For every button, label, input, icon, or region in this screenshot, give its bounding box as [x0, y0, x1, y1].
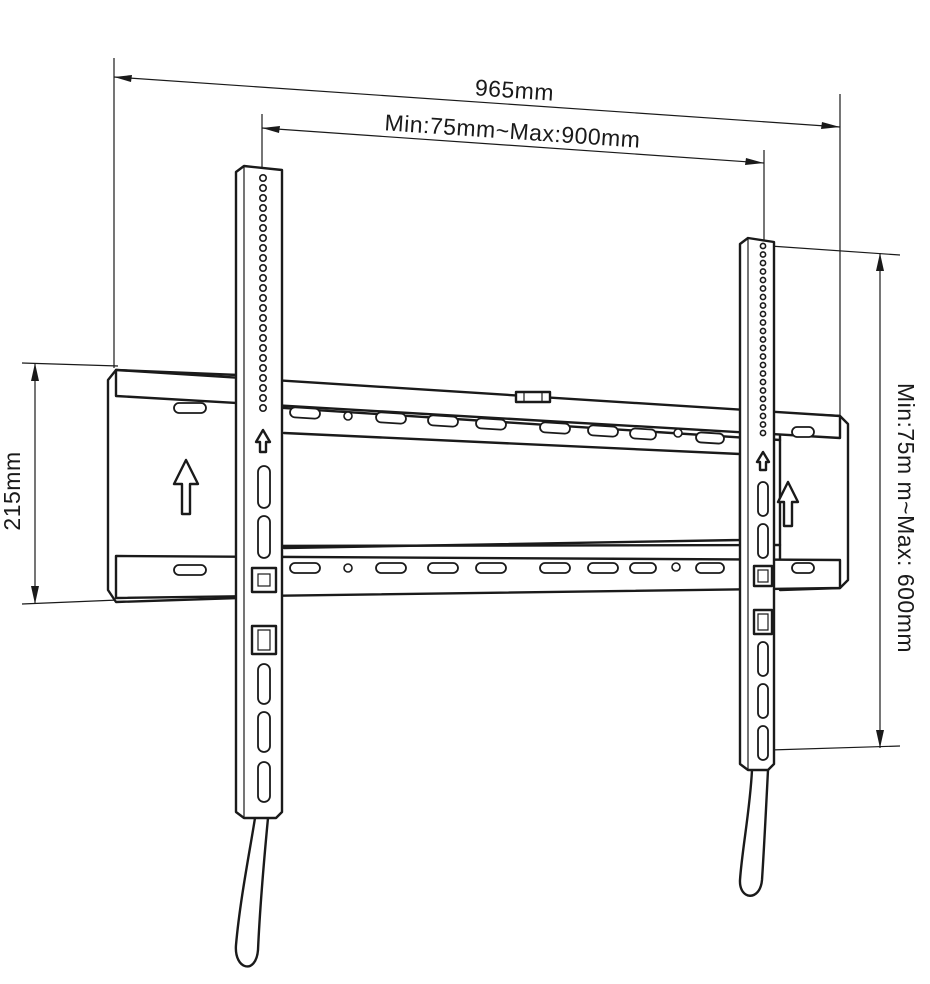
adjustment-hole — [258, 234, 267, 243]
adjustment-hole — [759, 276, 767, 284]
adjustment-hole — [759, 268, 767, 275]
adjustment-hole — [759, 259, 767, 267]
up-arrow-icon — [254, 428, 272, 454]
adjustment-hole — [258, 343, 267, 352]
adjustment-hole — [759, 378, 767, 386]
adjustment-hole — [759, 302, 767, 309]
adjustment-hole — [258, 323, 267, 332]
adjustment-hole — [759, 370, 767, 377]
vesa-horizontal-dimension: Min:75mm~Max:900mm — [261, 109, 765, 244]
lock-latch-icon — [752, 608, 774, 636]
adjustment-hole — [759, 421, 767, 428]
adjustment-hole — [258, 204, 267, 213]
adjustment-hole — [258, 214, 267, 223]
adjustment-hole — [258, 283, 267, 292]
adjustment-hole — [258, 363, 267, 372]
adjustment-hole — [258, 333, 267, 342]
adjustment-hole — [759, 387, 767, 394]
overall-width-dimension: 965mm — [113, 58, 841, 418]
left-tv-bracket-arm — [234, 164, 284, 968]
adjustment-hole — [258, 194, 267, 203]
up-arrow-icon — [172, 458, 200, 516]
adjustment-hole — [759, 429, 767, 437]
plate-height-dimension: 215mm — [0, 362, 119, 605]
adjustment-hole — [759, 327, 767, 335]
lock-latch-icon — [250, 624, 278, 656]
adjustment-hole — [258, 373, 267, 382]
adjustment-hole — [258, 224, 267, 233]
adjustment-hole — [258, 244, 267, 253]
adjustment-hole — [759, 285, 767, 292]
adjustment-hole — [258, 403, 267, 412]
adjustment-hole — [759, 361, 767, 369]
adjustment-hole — [258, 303, 267, 312]
adjustment-hole — [258, 273, 267, 282]
up-arrow-icon — [776, 480, 800, 528]
adjustment-hole — [759, 293, 767, 301]
adjustment-hole — [759, 251, 767, 258]
adjustment-hole — [258, 254, 267, 263]
adjustment-hole — [759, 319, 767, 326]
adjustment-hole — [759, 404, 767, 411]
adjustment-hole — [258, 313, 267, 322]
adjustment-hole — [258, 393, 267, 402]
overall-width-label: 965mm — [474, 74, 555, 105]
lock-latch-icon — [250, 566, 278, 594]
vesa-vertical-label: Min:75m m~Max: 600mm — [893, 383, 919, 653]
left-arm-hole-column — [258, 174, 267, 412]
adjustment-hole — [258, 174, 267, 183]
adjustment-hole — [258, 184, 267, 193]
adjustment-hole — [258, 293, 267, 302]
lock-latch-icon — [752, 564, 774, 588]
wall-plate — [106, 368, 850, 604]
adjustment-hole — [258, 383, 267, 392]
adjustment-hole — [759, 395, 767, 403]
adjustment-hole — [258, 263, 267, 272]
adjustment-hole — [759, 412, 767, 420]
plate-height-label: 215mm — [0, 451, 25, 530]
adjustment-hole — [759, 310, 767, 318]
adjustment-hole — [759, 344, 767, 352]
up-arrow-icon — [755, 450, 771, 472]
adjustment-hole — [759, 353, 767, 360]
right-tv-bracket-arm — [738, 236, 776, 897]
right-arm-hole-column — [759, 242, 767, 437]
adjustment-hole — [258, 353, 267, 362]
adjustment-hole — [759, 242, 767, 250]
adjustment-hole — [759, 336, 767, 343]
vesa-horizontal-label: Min:75mm~Max:900mm — [384, 109, 642, 152]
vesa-vertical-dimension: Min:75m m~Max: 600mm — [769, 245, 919, 751]
